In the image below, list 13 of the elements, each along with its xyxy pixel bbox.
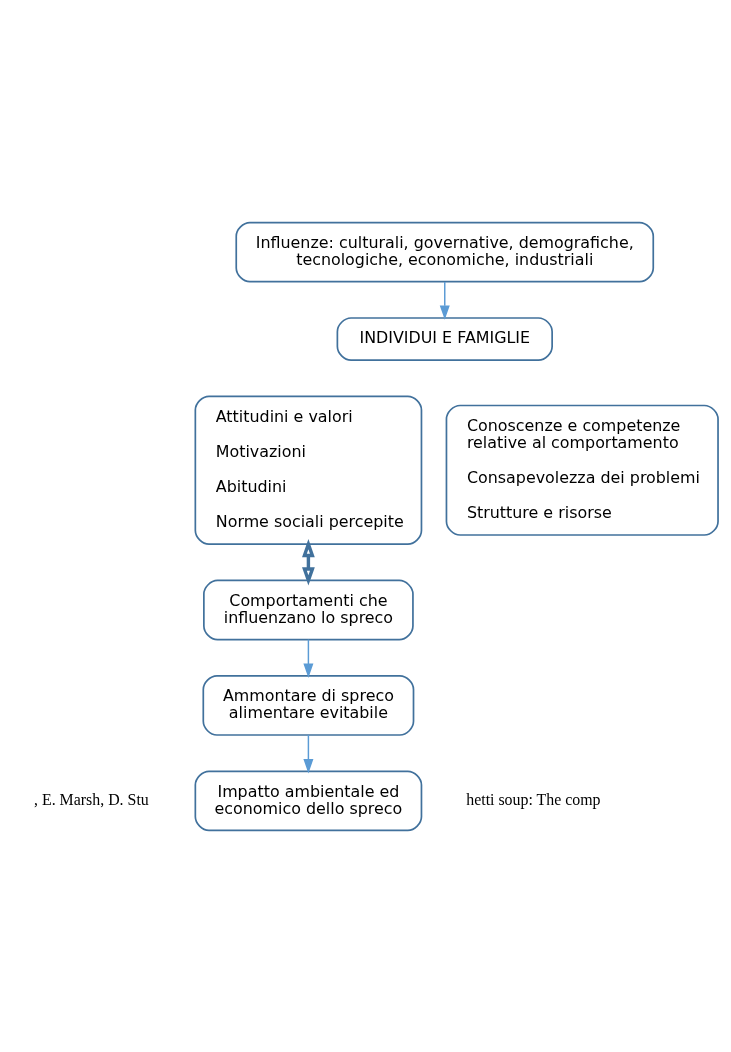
arrow (302, 538, 315, 586)
arrow (303, 638, 314, 678)
label: hetti soup: The comp (466, 790, 601, 808)
label: , E. Marsh, D. Stu (33, 790, 149, 808)
arrow (439, 280, 450, 320)
node-box: Ammontare di spreco alimentare evitabile (202, 674, 415, 736)
node-box: Comportamenti che influenzano lo spreco (203, 579, 414, 640)
node-box: Conoscenze e competenze relative al comportamento Consapevolezza dei problemi Strutture e risorse (445, 404, 719, 536)
node-box: INDIVIDUI E FAMIGLIE (336, 316, 553, 361)
node-box: Influenze: culturali, governative, demografiche, tecnologiche, economiche, industriali (235, 221, 655, 282)
node-box: Attitudini e valori Motivazioni Abitudini Norme sociali percepite (194, 395, 423, 545)
node-box: Impatto ambientale ed economico dello spreco (194, 770, 423, 831)
arrow (303, 733, 314, 773)
